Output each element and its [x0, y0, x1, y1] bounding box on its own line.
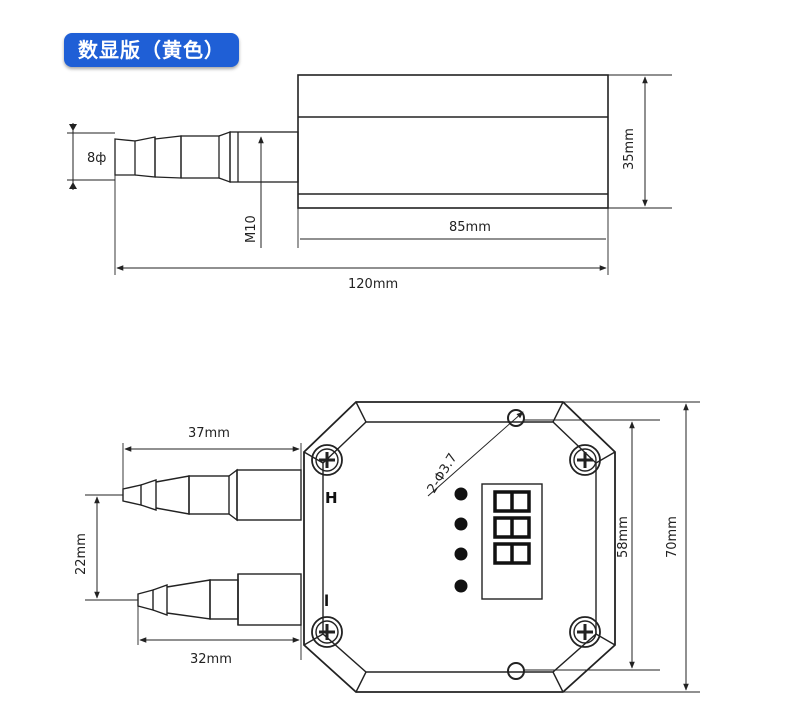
seven-segment-digits: [493, 490, 531, 565]
screw-bottom-left-icon: [311, 616, 343, 648]
lcd-display: [481, 483, 543, 600]
indicator-leds: [454, 487, 468, 593]
indicator-led: [454, 517, 468, 531]
title-badge: 数显版（黄色）: [64, 33, 239, 67]
low-pressure-nozzle: [137, 573, 302, 626]
lower-nozzle-label: 32mm: [190, 652, 232, 667]
port-high-label: H: [325, 489, 338, 507]
indicator-led: [454, 547, 468, 561]
inner-height-label: 58mm: [616, 516, 631, 558]
side-nozzle: [114, 131, 299, 183]
total-length-label: 120mm: [348, 277, 398, 292]
mounting-hole-top: [507, 409, 525, 427]
upper-nozzle-label: 37mm: [188, 426, 230, 441]
screw-top-right-icon: [569, 444, 601, 476]
diameter-label: 8ф: [87, 151, 106, 166]
outer-height-label: 70mm: [665, 516, 680, 558]
indicator-led: [454, 579, 468, 593]
indicator-led: [454, 487, 468, 501]
front-view: [85, 401, 700, 693]
mounting-hole-bottom: [507, 662, 525, 680]
high-pressure-nozzle: [122, 468, 302, 522]
screw-bottom-right-icon: [569, 616, 601, 648]
hole-label: 2-Φ3.7: [425, 451, 461, 496]
housing-outline: [303, 401, 616, 693]
side-housing: [297, 74, 609, 209]
height-label: 35mm: [622, 128, 637, 170]
body-length-label: 85mm: [449, 220, 491, 235]
side-view: [67, 74, 672, 275]
port-low-label: l: [324, 592, 329, 610]
screw-top-left-icon: [311, 444, 343, 476]
spacing-label: 22mm: [74, 533, 89, 575]
thread-label: M10: [244, 215, 259, 243]
